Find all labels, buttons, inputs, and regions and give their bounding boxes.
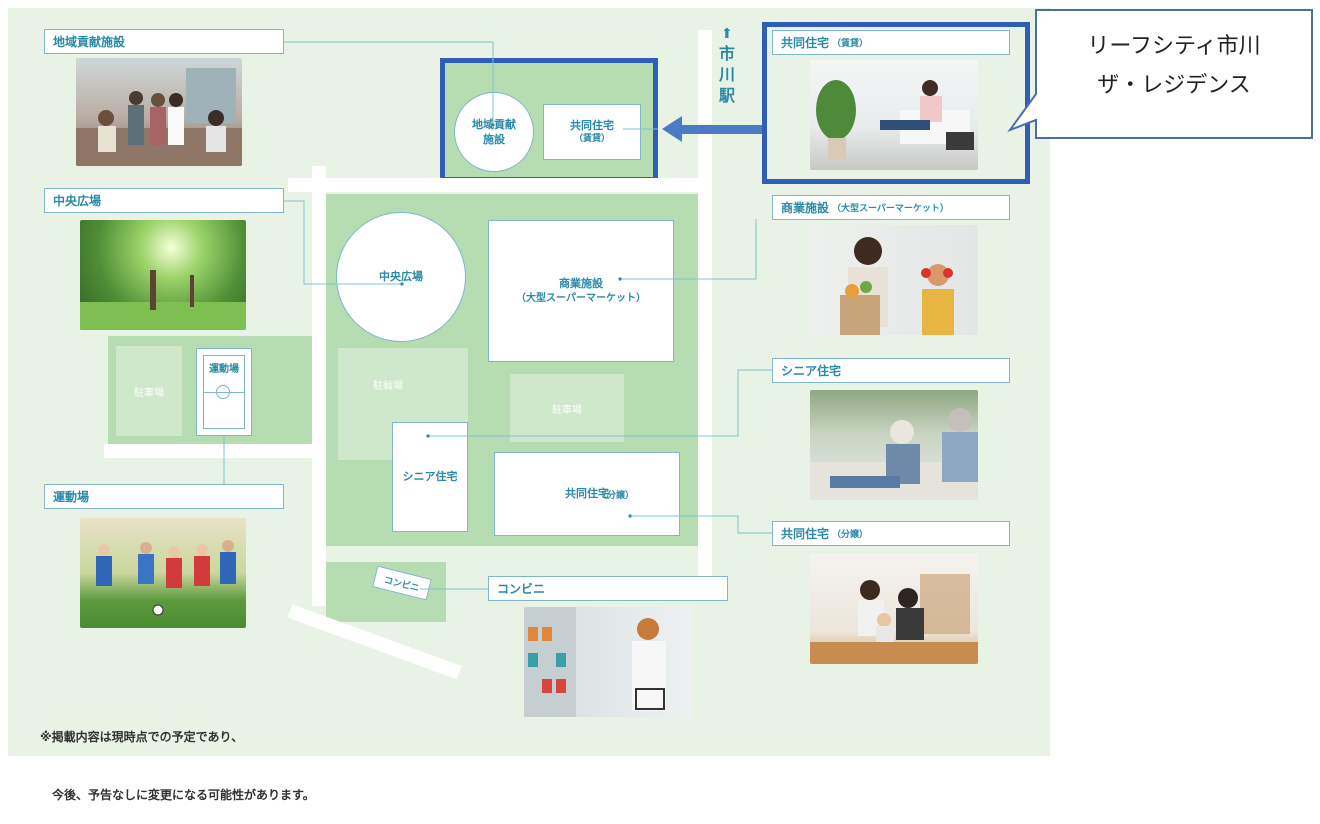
rental-main-text: 共同住宅 <box>570 119 614 132</box>
parking-left-area <box>116 346 182 436</box>
sports-field-center-circle <box>216 385 230 399</box>
photo-community-cafe <box>76 58 242 166</box>
label-condo-text: 共同住宅 <box>781 527 830 541</box>
photo-convenience-store <box>524 607 692 717</box>
photo-condo-family <box>810 554 978 664</box>
photo-rental-living <box>810 60 978 170</box>
photo-sports-soccer <box>80 518 246 628</box>
label-community-text: 地域貢献施設 <box>53 35 126 49</box>
label-convenience-text: コンビニ <box>497 582 546 596</box>
disclaimer-line-2: 今後、予告なしに変更になる可能性があります。 <box>40 787 315 802</box>
callout-line-1: リーフシティ市川 <box>1087 34 1261 59</box>
condo-block: 共同住宅 <box>494 452 680 536</box>
soccer-players-illustration <box>96 540 236 616</box>
rental-sub-text: （賃貸） <box>573 134 610 145</box>
bicycle-parking-label: 駐輪場 <box>373 380 403 392</box>
condo-main-text: 共同住宅 <box>565 487 609 501</box>
parking-center-area <box>510 374 624 442</box>
callout-title: リーフシティ市川 ザ・レジデンス <box>1038 28 1310 105</box>
label-community-facility: 地域貢献施設 <box>44 29 284 54</box>
station-name: 市 川 駅 <box>719 44 735 106</box>
sports-field-label: 運動場 <box>209 364 239 375</box>
senior-couple-illustration <box>810 408 978 500</box>
rental-housing-block: 共同住宅 （賃貸） <box>543 104 641 160</box>
central-plaza-circle: 中央広場 <box>336 212 466 342</box>
photo-central-plaza-trees <box>80 220 246 330</box>
road-vertical-east <box>698 30 712 578</box>
commercial-facility-block: 商業施設 （大型スーパーマーケット） <box>488 220 674 362</box>
station-arrow-icon: ⬆ <box>721 26 733 42</box>
parking-left-label: 駐車場 <box>134 387 164 399</box>
road-horizontal-south <box>104 444 326 458</box>
label-sports-field: 運動場 <box>44 484 284 509</box>
cafe-people-illustration <box>76 68 242 166</box>
label-rental-text: 共同住宅 <box>781 36 830 50</box>
sports-field-outline <box>203 355 245 429</box>
senior-housing-block: シニア住宅 <box>392 422 468 532</box>
leader-senior <box>428 369 772 437</box>
callout-line-2: ザ・レジデンス <box>1097 72 1251 98</box>
leader-community <box>284 41 494 125</box>
callout-bubble <box>1007 9 1313 139</box>
store-shopper-illustration <box>524 607 666 717</box>
label-condo: 共同住宅 （分譲） <box>772 521 1010 546</box>
leader-commercial <box>620 219 757 280</box>
label-rental-small: （賃貸） <box>832 39 869 49</box>
label-sports-text: 運動場 <box>53 490 90 504</box>
relaxing-woman-illustration <box>816 80 974 160</box>
label-commercial-text: 商業施設 <box>781 201 830 215</box>
photo-commercial-shopping <box>810 225 978 335</box>
label-senior-text: シニア住宅 <box>781 364 842 378</box>
station-char-1: 市 <box>719 44 736 63</box>
leader-condo <box>630 515 772 534</box>
trees-illustration <box>80 270 246 330</box>
label-senior-housing: シニア住宅 <box>772 358 1010 383</box>
senior-block-text: シニア住宅 <box>402 470 458 484</box>
shopping-family-illustration <box>840 237 954 335</box>
community-facility-circle: 地域貢献 施設 <box>454 92 534 172</box>
parking-center-label: 駐車場 <box>552 404 582 416</box>
label-rental-housing: 共同住宅 （賃貸） <box>772 30 1010 55</box>
label-convenience-store: コンビニ <box>488 576 728 601</box>
sports-field <box>196 348 252 436</box>
road-vertical-west <box>312 166 326 606</box>
label-commercial-small: （大型スーパーマーケット） <box>832 204 949 214</box>
commercial-main-text: 商業施設 <box>559 277 603 291</box>
disclaimer-note: ※掲載内容は現時点での予定であり、 今後、予告なしに変更になる可能性があります。 <box>40 690 315 824</box>
family-illustration <box>810 574 978 664</box>
leader-plaza <box>284 200 402 285</box>
label-commercial-facility: 商業施設 （大型スーパーマーケット） <box>772 195 1010 220</box>
highlight-rental-label <box>762 22 1030 184</box>
highlight-arrow-head-icon <box>662 116 682 142</box>
central-plaza-text: 中央広場 <box>379 270 423 284</box>
disclaimer-line-1: ※掲載内容は現時点での予定であり、 <box>40 730 244 745</box>
highlight-arrow-shaft <box>680 125 764 134</box>
commercial-sub-text: （大型スーパーマーケット） <box>516 292 646 304</box>
road-horizontal-north <box>288 178 708 192</box>
label-plaza-text: 中央広場 <box>53 194 102 208</box>
condo-sub-text: （分譲） <box>598 491 635 501</box>
label-condo-small: （分譲） <box>832 530 869 540</box>
label-central-plaza: 中央広場 <box>44 188 284 213</box>
leader-lines <box>223 41 772 590</box>
station-char-3: 駅 <box>719 85 736 105</box>
station-char-2: 川 <box>719 64 736 84</box>
photo-senior-couple <box>810 390 978 500</box>
